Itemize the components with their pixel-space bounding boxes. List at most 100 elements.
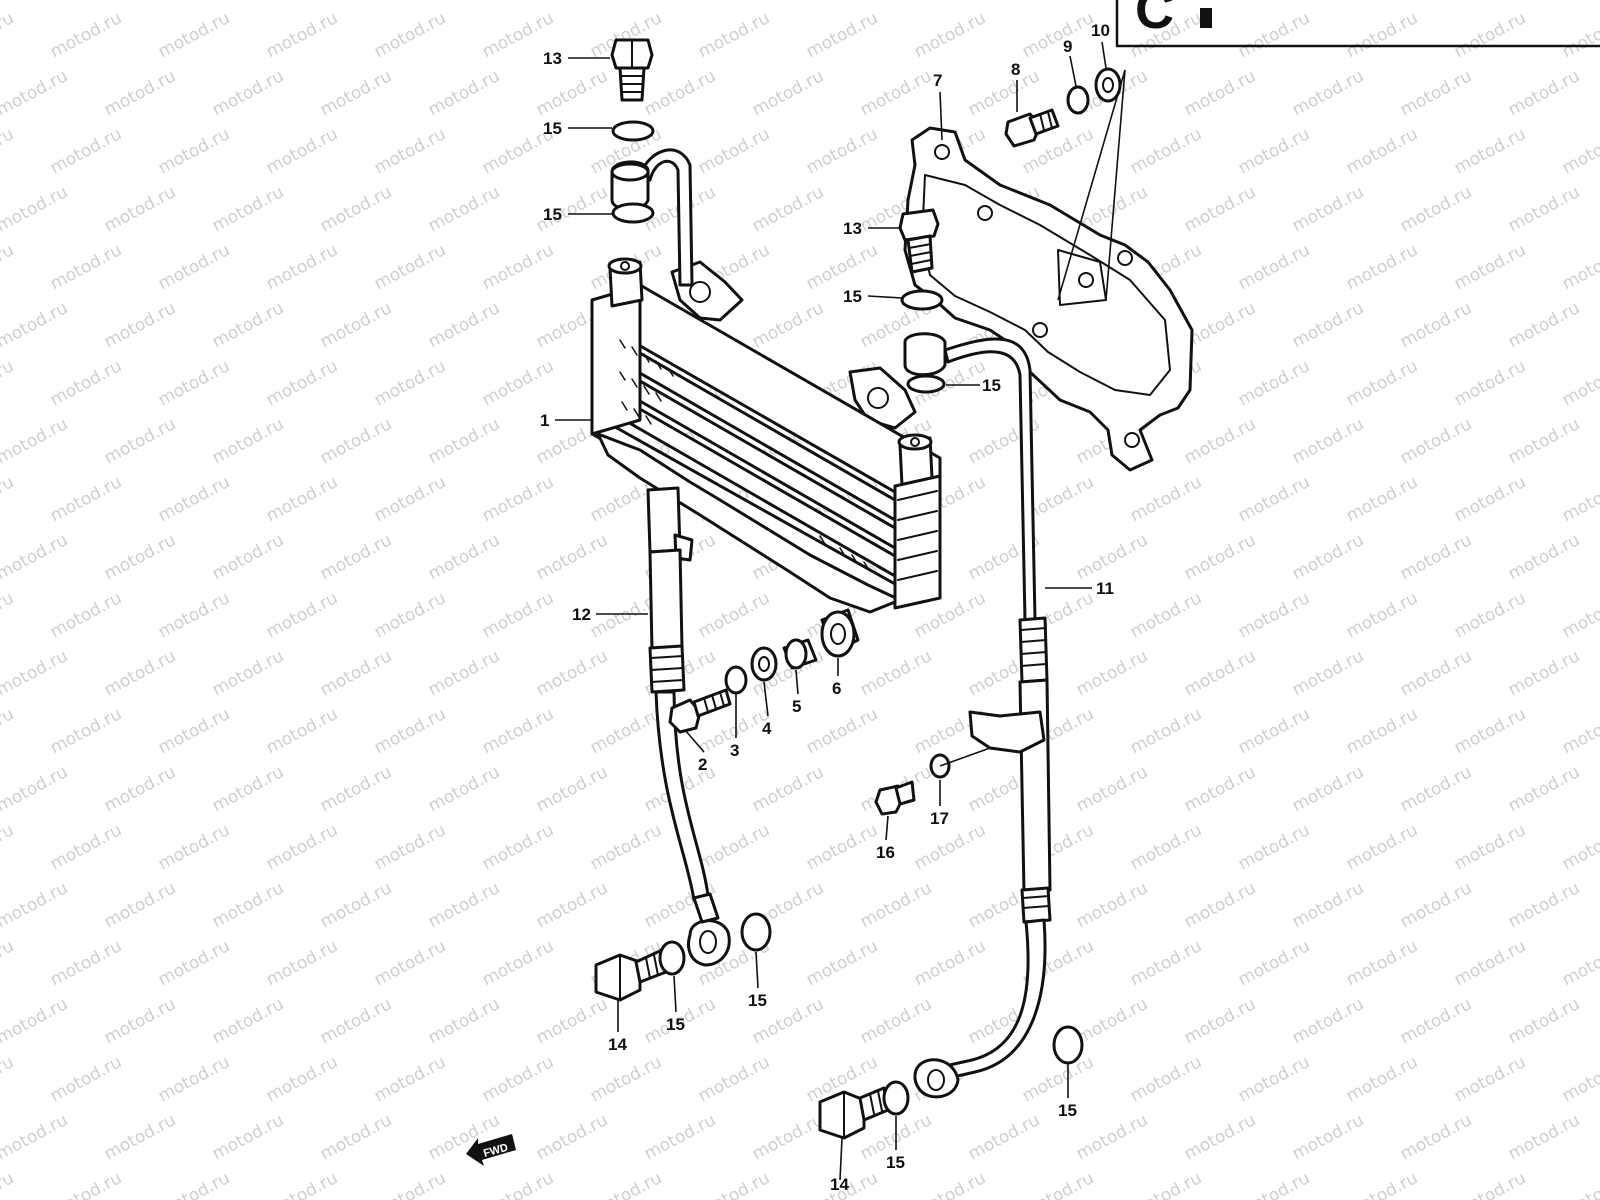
watermark-text: motod.ru (0, 66, 71, 120)
watermark-text: motod.ru (101, 762, 179, 816)
watermark-text: motod.ru (533, 530, 611, 584)
watermark-text: motod.ru (47, 8, 125, 62)
watermark-text: motod.ru (1343, 936, 1421, 990)
watermark-text: motod.ru (1181, 762, 1259, 816)
watermark-text: motod.ru (1505, 646, 1583, 700)
callout-14: 14 (608, 1035, 627, 1054)
watermark-text: motod.ru (1181, 66, 1259, 120)
watermark-text: motod.ru (1181, 530, 1259, 584)
watermark-text: motod.ru (317, 646, 395, 700)
watermark-text: motod.ru (317, 1110, 395, 1164)
watermark-text: motod.ru (1397, 414, 1475, 468)
watermark-text: motod.ru (857, 66, 935, 120)
watermark-text: motod.ru (209, 646, 287, 700)
watermark-text: motod.ru (1181, 878, 1259, 932)
callout-15: 15 (543, 205, 562, 224)
watermark-text: motod.ru (101, 646, 179, 700)
watermark-text: motod.ru (1073, 994, 1151, 1048)
watermark-text: motod.ru (1343, 1052, 1421, 1106)
watermark-text: motod.ru (1289, 762, 1367, 816)
watermark-text: motod.ru (695, 124, 773, 178)
watermark-text: motod.ru (1127, 704, 1205, 758)
watermark-text: motod.ru (371, 936, 449, 990)
watermark-text: motod.ru (1559, 820, 1600, 874)
grommet-part-6 (820, 608, 860, 658)
watermark-text: motod.ru (155, 1168, 233, 1200)
corner-letter: C (1135, 0, 1174, 40)
watermark-text: motod.ru (209, 762, 287, 816)
bolt-part-16 (874, 780, 916, 816)
watermark-text: motod.ru (263, 240, 341, 294)
watermark-text: motod.ru (1343, 356, 1421, 410)
watermark-text: motod.ru (101, 414, 179, 468)
reference-lines (1057, 69, 1126, 301)
watermark-text: motod.ru (479, 472, 557, 526)
watermark-text: motod.ru (533, 0, 611, 4)
watermark-text: motod.ru (425, 0, 503, 4)
callout-3: 3 (730, 741, 739, 760)
watermark-text: motod.ru (1397, 646, 1475, 700)
watermark-text: motod.ru (47, 820, 125, 874)
watermark-text: motod.ru (155, 8, 233, 62)
watermark-text: motod.ru (1559, 472, 1600, 526)
watermark-text: motod.ru (1235, 8, 1313, 62)
watermark-text: motod.ru (1235, 588, 1313, 642)
watermark-text: motod.ru (1397, 182, 1475, 236)
watermark-text: motod.ru (641, 0, 719, 4)
watermark-text: motod.ru (0, 182, 71, 236)
watermark-text: motod.ru (0, 298, 71, 352)
watermark-text: motod.ru (1451, 356, 1529, 410)
watermark-text: motod.ru (533, 994, 611, 1048)
watermark-text: motod.ru (209, 182, 287, 236)
watermark-text: motod.ru (101, 298, 179, 352)
watermark-text: motod.ru (803, 124, 881, 178)
watermark-text: motod.ru (371, 240, 449, 294)
watermark-text: motod.ru (0, 762, 71, 816)
banjo-bolt-part-13-upper (610, 38, 654, 102)
watermark-text: motod.ru (1505, 762, 1583, 816)
watermark-text: motod.ru (587, 820, 665, 874)
watermark-text: motod.ru (263, 820, 341, 874)
watermark-text: motod.ru (1451, 8, 1529, 62)
callout-1: 1 (540, 411, 549, 430)
watermark-text: motod.ru (1181, 182, 1259, 236)
watermark-text: motod.ru (1073, 530, 1151, 584)
watermark-text: motod.ru (1397, 298, 1475, 352)
watermark-text: motod.ru (803, 820, 881, 874)
watermark-text: motod.ru (479, 1052, 557, 1106)
watermark-text: motod.ru (1505, 414, 1583, 468)
watermark-text: motod.ru (425, 66, 503, 120)
watermark-text: motod.ru (47, 124, 125, 178)
watermark-text: motod.ru (965, 0, 1043, 4)
callout-17: 17 (930, 809, 949, 828)
watermark-text: motod.ru (749, 66, 827, 120)
watermark-text: motod.ru (371, 1168, 449, 1200)
watermark-text: motod.ru (479, 704, 557, 758)
watermark-text: motod.ru (209, 994, 287, 1048)
watermark-text: motod.ru (0, 704, 17, 758)
watermark-text: motod.ru (1343, 588, 1421, 642)
watermark-text: motod.ru (0, 124, 17, 178)
watermark-text: motod.ru (371, 356, 449, 410)
sealing-washer-15a (611, 120, 655, 142)
watermark-text: motod.ru (1559, 124, 1600, 178)
watermark-text: motod.ru (1181, 0, 1259, 4)
watermark-text: motod.ru (695, 820, 773, 874)
watermark-text: motod.ru (479, 240, 557, 294)
watermark-text: motod.ru (479, 936, 557, 990)
watermark-text: motod.ru (587, 1052, 665, 1106)
watermark-text: motod.ru (317, 762, 395, 816)
watermark-text: motod.ru (155, 356, 233, 410)
watermark-text: motod.ru (0, 414, 71, 468)
banjo-bolt-part-13-lower (898, 208, 940, 274)
callout-labels: 13 15 15 7 8 9 10 13 15 15 1 11 12 2 3 4… (540, 21, 1114, 1194)
watermark-text: motod.ru (749, 0, 827, 4)
watermark-text: motod.ru (1289, 1110, 1367, 1164)
watermark-text: motod.ru (1397, 994, 1475, 1048)
watermark-text: motod.ru (0, 472, 17, 526)
callout-7: 7 (933, 71, 942, 90)
sealing-washer-15c (900, 289, 944, 311)
callout-12: 12 (572, 605, 591, 624)
watermark-text: motod.ru (1181, 994, 1259, 1048)
